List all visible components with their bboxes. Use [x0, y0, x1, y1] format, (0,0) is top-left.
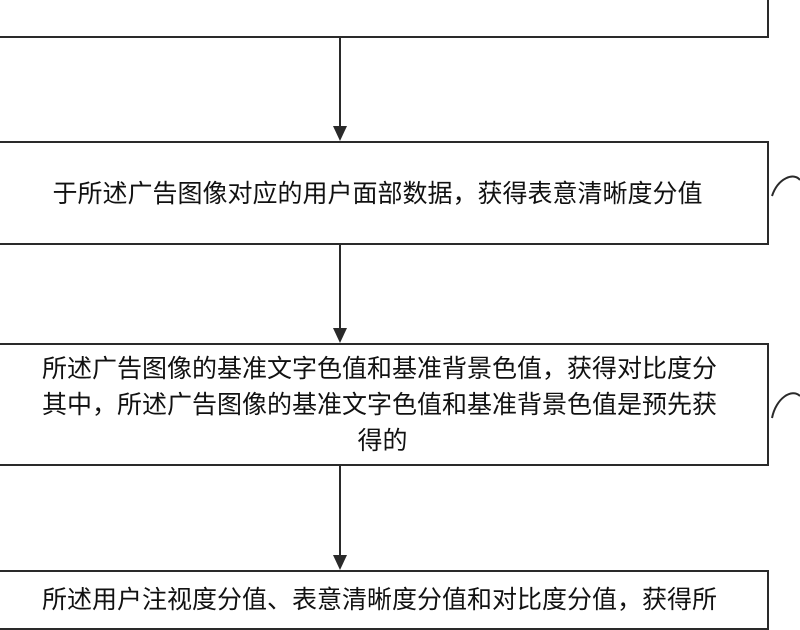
step-3-line-1: 所述广告图像的基准文字色值和基准背景色值，获得对比度分 — [41, 354, 717, 383]
step-2-line-1: 于所述广告图像对应的用户面部数据，获得表意清晰度分值 — [52, 179, 703, 208]
reference-bracket-step-3 — [771, 392, 800, 419]
step-box-1 — [0, 0, 769, 38]
arrow-step-2-to-3 — [333, 245, 347, 343]
step-box-2: 于所述广告图像对应的用户面部数据，获得表意清晰度分值 — [0, 141, 769, 245]
connector-layer — [333, 38, 800, 570]
reference-bracket-step-2 — [771, 175, 800, 197]
step-box-3: 所述广告图像的基准文字色值和基准背景色值，获得对比度分 其中，所述广告图像的基准… — [0, 343, 769, 466]
step-box-4: 所述用户注视度分值、表意清晰度分值和对比度分值，获得所 — [0, 570, 769, 630]
step-3-line-2: 其中，所述广告图像的基准文字色值和基准背景色值是预先获 — [41, 390, 717, 419]
step-3-line-3: 得的 — [357, 426, 408, 455]
arrow-step-3-to-4 — [333, 466, 347, 570]
arrow-step-1-to-2 — [333, 38, 347, 141]
step-4-line-1: 所述用户注视度分值、表意清晰度分值和对比度分值，获得所 — [41, 585, 717, 614]
